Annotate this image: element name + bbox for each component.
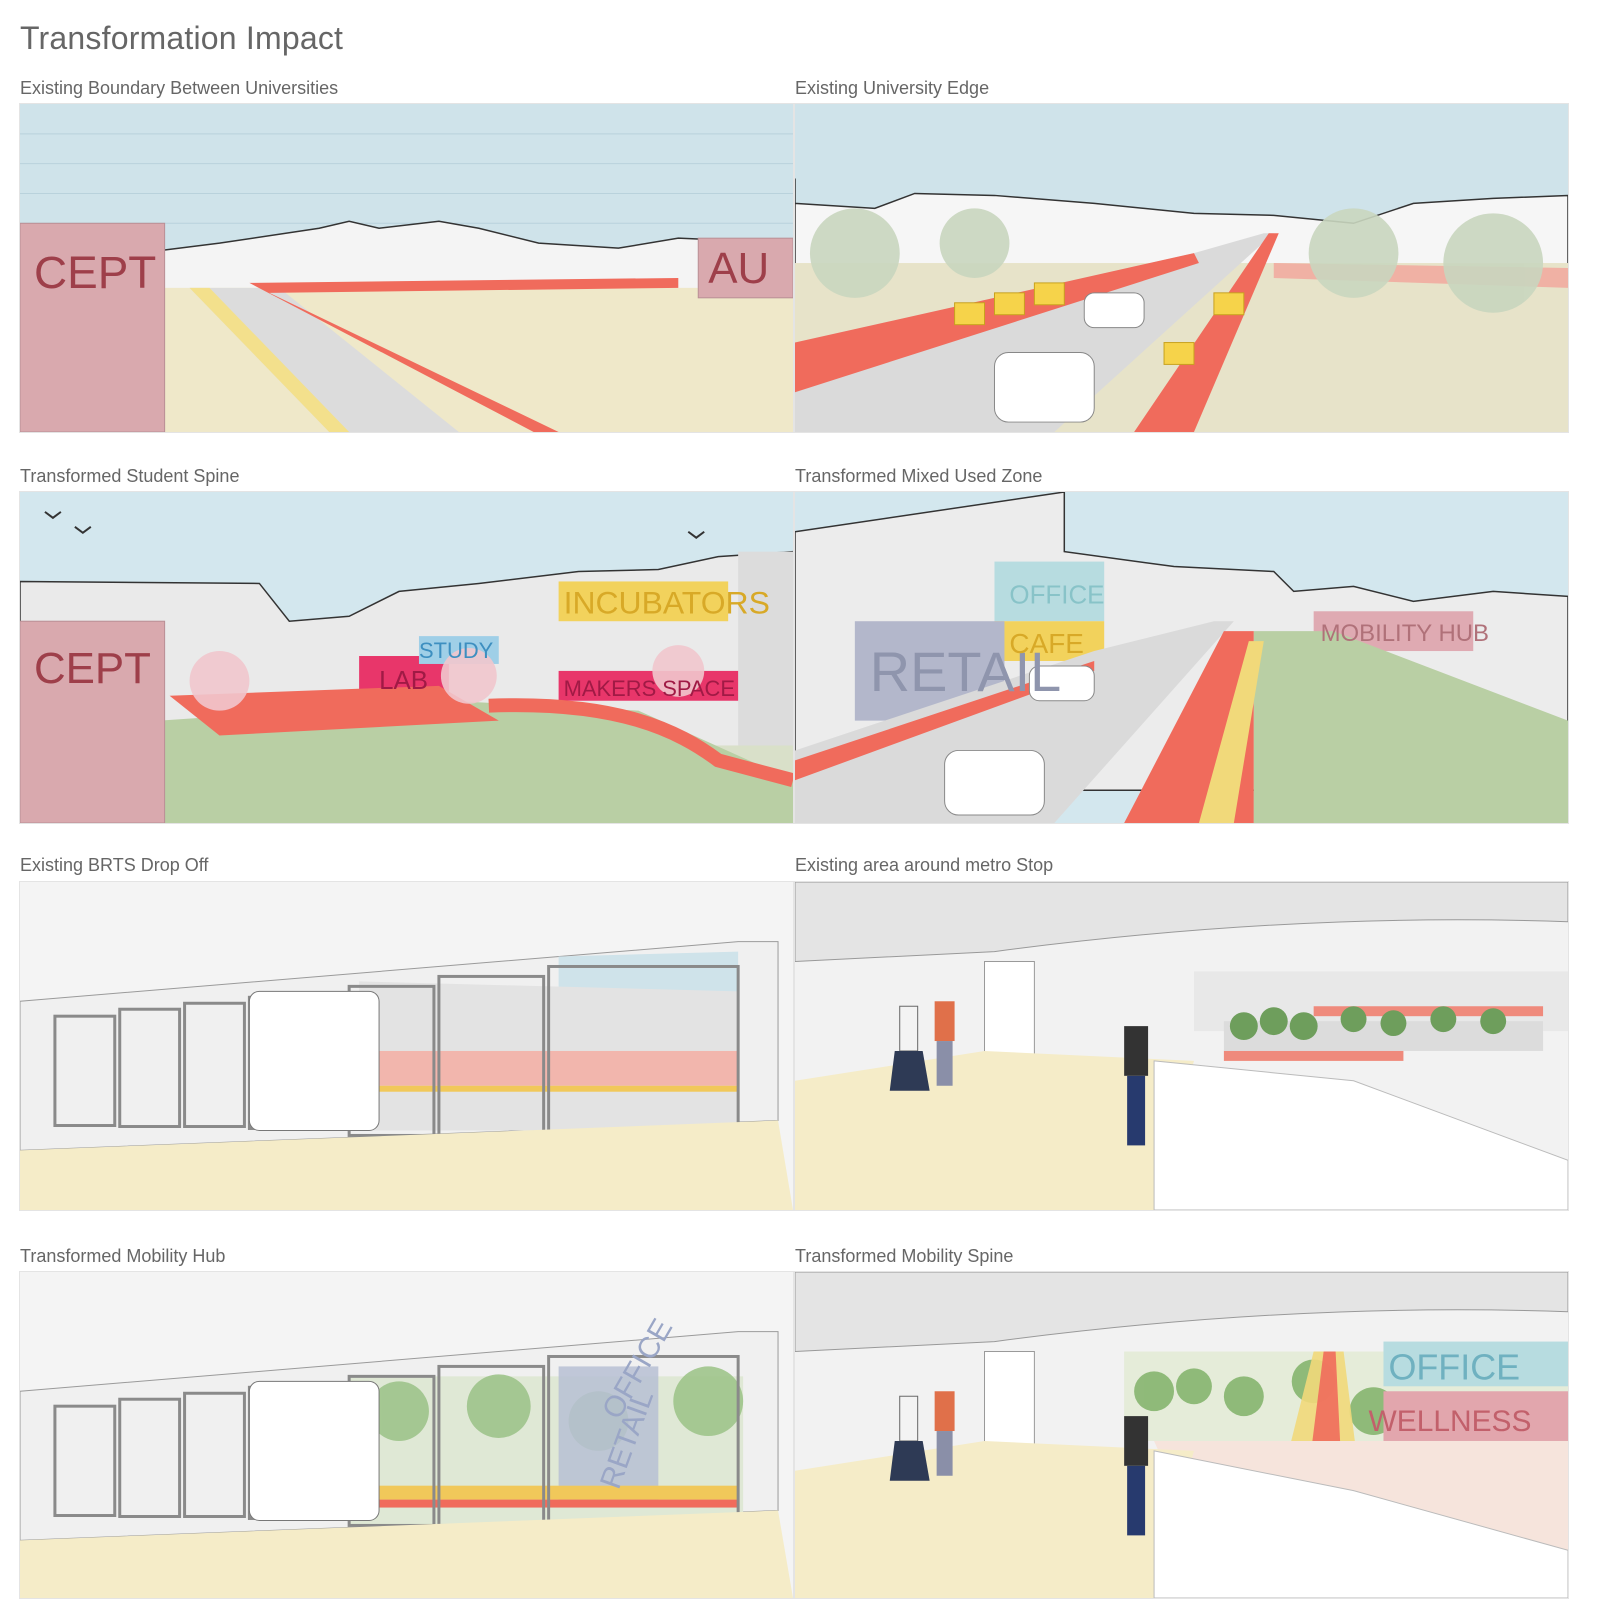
- panel-caption: Existing BRTS Drop Off: [20, 855, 209, 875]
- panel-caption: Transformed Student Spine: [20, 466, 240, 486]
- bus-icon: [248, 1380, 380, 1521]
- tree-icon: [1229, 1006, 1507, 1041]
- program-label: MOBILITY HUB: [1321, 620, 1489, 647]
- page-title: Transformation Impact: [20, 20, 344, 56]
- panel-mobility-spine: OFFICE WELLNESS: [794, 1271, 1569, 1599]
- panel-mixed-use: OFFICE RETAIL CAFE MOBILITY HUB: [794, 491, 1569, 824]
- building-label: AU: [708, 244, 769, 293]
- building-label: CEPT: [34, 247, 156, 298]
- building-label: CEPT: [34, 644, 151, 693]
- program-label: INCUBATORS: [564, 584, 770, 620]
- panel-existing-edge: [794, 103, 1569, 433]
- bus-icon: [248, 990, 380, 1131]
- panel-student-spine: CEPT INCUBATORS STUDY LAB MAKERS SPACE: [19, 491, 794, 824]
- panel-brts-dropoff: [19, 881, 794, 1211]
- car-icon: [944, 665, 1095, 816]
- program-label: MAKERS SPACE: [564, 676, 735, 701]
- panel-caption: Existing Boundary Between Universities: [20, 78, 339, 98]
- panel-caption: Transformed Mobility Hub: [20, 1246, 226, 1266]
- person-icon: [889, 1391, 1149, 1536]
- program-label: OFFICE: [1009, 581, 1104, 609]
- panel-caption: Existing area around metro Stop: [795, 855, 1054, 875]
- person-icon: [889, 1001, 1149, 1146]
- program-label: CAFE: [1009, 628, 1083, 659]
- program-label: WELLNESS: [1369, 1405, 1532, 1438]
- tree-icon: [189, 645, 705, 711]
- panel-existing-boundary: CEPT AU: [19, 103, 794, 433]
- program-label: LAB: [379, 667, 428, 695]
- panel-metro-existing: [794, 881, 1569, 1211]
- program-label: RETAIL: [870, 641, 1061, 703]
- panel-caption: Transformed Mobility Spine: [795, 1246, 1014, 1266]
- panel-mobility-hub: OFFICE RETAIL: [19, 1271, 794, 1599]
- bird-icon: [44, 511, 705, 539]
- program-label: STUDY: [419, 638, 494, 663]
- panel-caption: Existing University Edge: [795, 78, 990, 98]
- panel-caption: Transformed Mixed Used Zone: [795, 466, 1043, 486]
- program-label: OFFICE: [1388, 1347, 1520, 1387]
